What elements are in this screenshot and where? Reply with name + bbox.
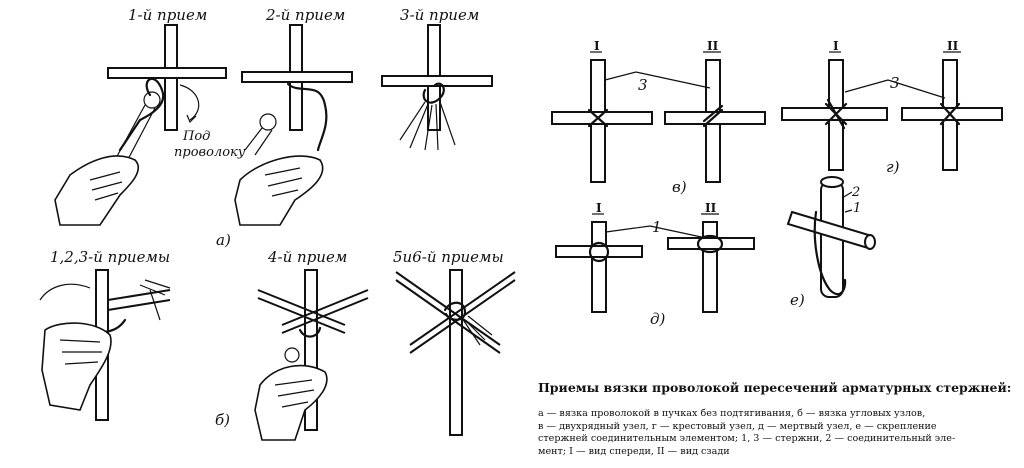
vertical-rod <box>449 269 463 436</box>
double-row-knot-front: I <box>551 39 653 183</box>
step4-illustration: 4-й прием <box>254 248 369 441</box>
pliers-ring <box>259 113 277 131</box>
finger-lines <box>274 379 315 408</box>
caption-line: стержней соединительным элементом; 1, 3 … <box>538 433 956 444</box>
diagonal-rod-1 <box>257 289 346 334</box>
wire-knot <box>587 108 609 128</box>
finger-lines <box>264 167 303 197</box>
connector-element: 2 1 <box>786 176 876 298</box>
caption-line: мент; I — вид спереди, II — вид сзади <box>538 445 730 457</box>
wire-knot <box>696 234 724 254</box>
horizontal-rod <box>901 107 1003 121</box>
horizontal-rod-stub <box>107 289 171 311</box>
label-e: е) <box>790 291 805 309</box>
pliers-handles <box>114 104 156 166</box>
connector-wire <box>813 210 847 296</box>
rotation-arrow <box>179 84 200 121</box>
pliers-handles <box>244 127 273 156</box>
wire-ends <box>399 101 456 151</box>
wire-loop <box>118 77 165 152</box>
leader-lines <box>841 191 853 213</box>
roman-back: II <box>947 39 959 53</box>
hand-illustration <box>234 155 324 226</box>
step2-illustration: 2-й прием <box>234 6 353 226</box>
diagonal-rod-1 <box>395 271 501 354</box>
wire-knot <box>824 98 848 130</box>
under-wire-label-1: Под <box>182 129 210 144</box>
steps123-illustration: 1,2,3-й приемы <box>39 248 171 421</box>
rod-label-3: 3 <box>890 74 900 92</box>
rotation-arrow <box>39 283 91 301</box>
label-a: а) <box>216 231 231 249</box>
roman-front: I <box>596 201 602 215</box>
label-v: в) <box>672 178 687 196</box>
horizontal-rod <box>241 71 353 83</box>
horizontal-rod <box>555 245 643 258</box>
connector-label-1: 1 <box>652 218 662 236</box>
rod-label-3: 3 <box>638 76 648 94</box>
wire-knot <box>443 301 467 321</box>
step1-title: 1-й прием <box>128 6 207 24</box>
connector-label-2: 2 <box>851 185 860 200</box>
wire-knot <box>422 82 445 104</box>
wire-knot <box>298 326 322 338</box>
step3-illustration: 3-й прием <box>381 6 493 151</box>
label-b: б) <box>215 411 230 429</box>
steps123-title: 1,2,3-й приемы <box>50 248 170 266</box>
horizontal-rod <box>551 111 653 125</box>
finger-lines <box>89 171 123 201</box>
label-d: д) <box>650 310 666 328</box>
hand-illustration <box>254 364 328 441</box>
wire-bundle <box>139 279 171 321</box>
diagonal-rod-2 <box>281 289 369 334</box>
dead-knot-front: I <box>555 201 643 313</box>
roman-back: II <box>705 201 717 215</box>
horizontal-rod <box>107 67 227 79</box>
finger-lines <box>59 339 102 365</box>
connector-label-1: 1 <box>853 201 861 216</box>
under-wire-label-2: проволоку <box>174 145 246 160</box>
wire-knot <box>588 241 610 263</box>
wire-knot <box>939 102 961 126</box>
roman-back: II <box>707 39 719 53</box>
roman-front: I <box>833 39 839 53</box>
caption-title: Приемы вязки проволокой пересечений арма… <box>538 380 1012 395</box>
label-g: г) <box>886 158 900 176</box>
pliers-ring <box>143 91 161 109</box>
caption-line: а — вязка проволокой в пучках без подтяг… <box>538 408 926 419</box>
step3-title: 3-й прием <box>400 6 479 24</box>
wire-loop <box>286 82 328 152</box>
horizontal-rod <box>664 111 766 125</box>
vertical-rod <box>591 221 607 313</box>
leader-line-1 <box>605 225 707 239</box>
wire-ends <box>461 315 493 346</box>
step4-title: 4-й прием <box>267 248 347 266</box>
dead-knot-back: II <box>667 201 755 313</box>
hand-illustration <box>41 322 112 411</box>
wire-knot <box>702 104 724 128</box>
caption-body: а — вязка проволокой в пучках без подтяг… <box>538 408 1018 458</box>
cross-knot-back: II <box>901 39 1003 171</box>
pliers-ring <box>284 347 300 363</box>
steps56-illustration: 5и6-й приемы <box>393 248 516 436</box>
horizontal-rod <box>381 75 493 87</box>
leader-line-3 <box>604 71 711 89</box>
step2-title: 2-й прием <box>265 6 345 24</box>
caption-line: в — двухрядный узел, г — крестовый узел,… <box>538 420 937 432</box>
leader-line-3 <box>844 79 946 99</box>
roman-front: I <box>594 39 600 53</box>
double-row-knot-back: II <box>664 39 766 183</box>
arrow-head <box>186 114 197 124</box>
step1-illustration: 1-й прием Под проволоку <box>54 6 246 226</box>
hand-illustration <box>54 155 140 226</box>
cross-knot-front: I <box>781 39 888 171</box>
steps56-title: 5и6-й приемы <box>393 248 504 266</box>
horizontal-rod <box>667 237 755 250</box>
